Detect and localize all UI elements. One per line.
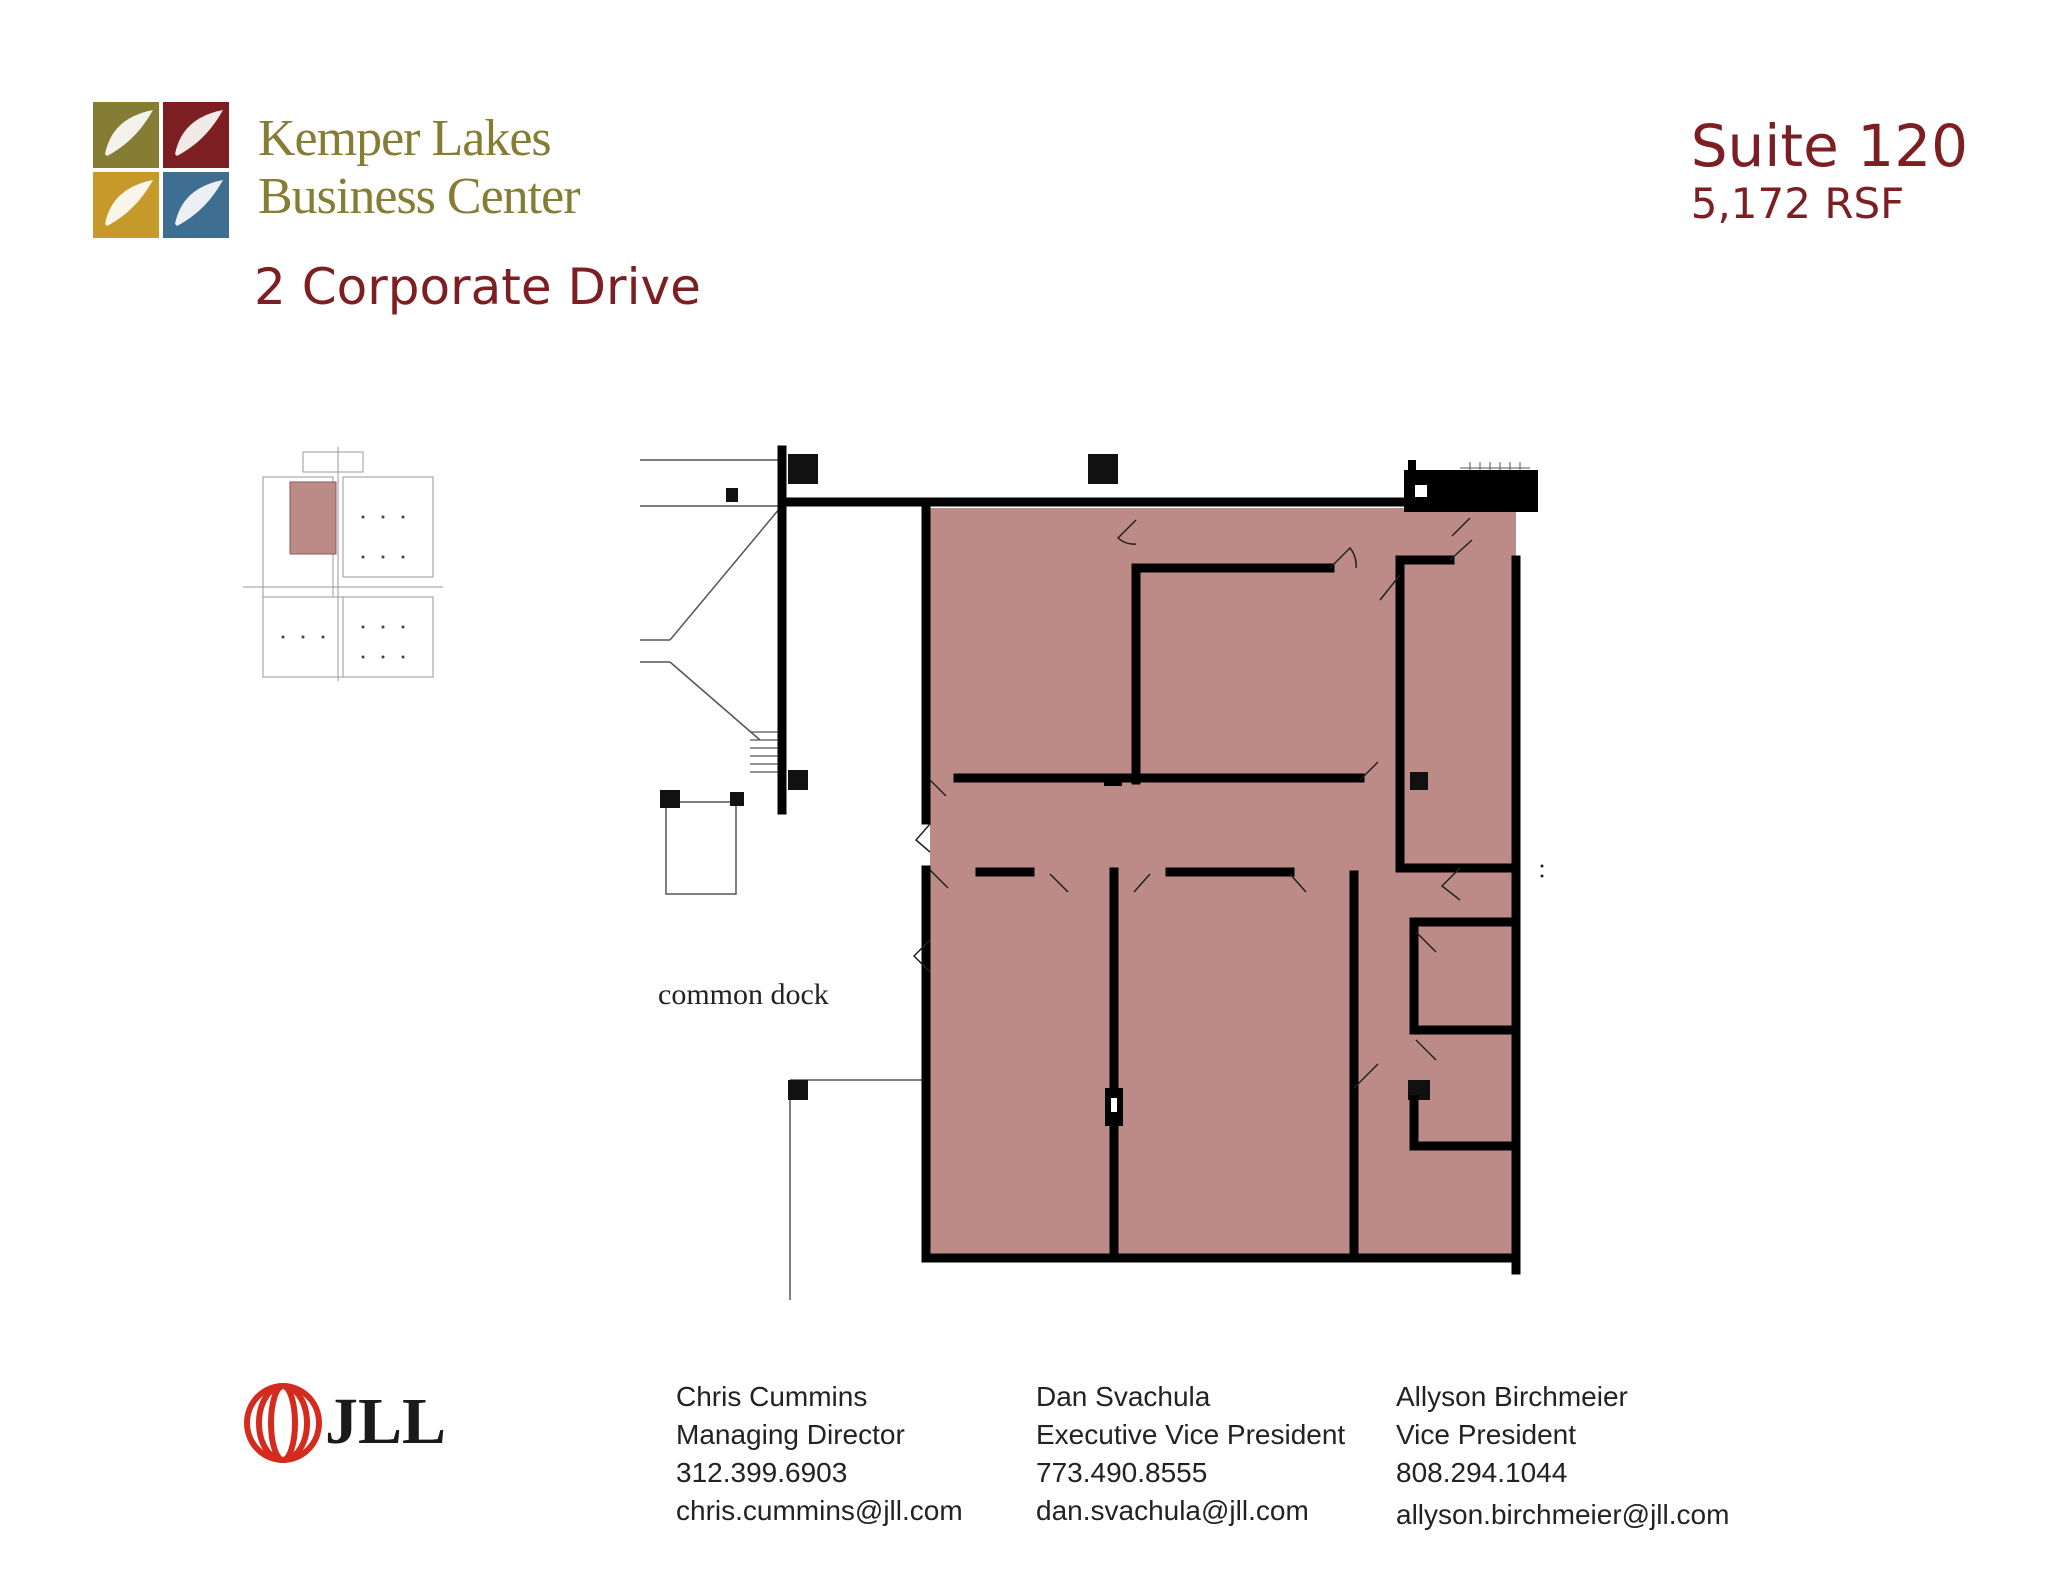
contact-email: allyson.birchmeier@jll.com [1396, 1499, 1730, 1530]
brand-name-line2: Business Center [258, 168, 581, 225]
property-address: 2 Corporate Drive [254, 258, 701, 316]
contact-phone: 808.294.1044 [1396, 1457, 1568, 1488]
suite-area-fill [930, 508, 1516, 1258]
suite-area: 5,172 RSF [1690, 179, 1905, 228]
suite-info: Suite 120 5,172 RSF [1691, 112, 1968, 228]
contact-card-2: Dan Svachula Executive Vice President 77… [1036, 1378, 1396, 1530]
brand-logo-icon [93, 102, 229, 238]
contact-name: Allyson Birchmeier [1396, 1381, 1628, 1412]
contact-phone: 773.490.8555 [1036, 1457, 1208, 1488]
common-dock-label: common dock [658, 978, 829, 1011]
brand-name-line1: Kemper Lakes [258, 110, 552, 167]
contact-email: chris.cummins@jll.com [676, 1495, 963, 1526]
contact-title: Vice President [1396, 1419, 1577, 1450]
contact-card-1: Chris Cummins Managing Director 312.399.… [676, 1378, 1036, 1530]
jll-rings-icon [244, 1383, 322, 1463]
contact-phone: 312.399.6903 [676, 1457, 848, 1488]
contact-title: Managing Director [676, 1419, 905, 1450]
brand-name: Kemper Lakes Business Center [258, 110, 581, 226]
contact-email: dan.svachula@jll.com [1036, 1495, 1309, 1526]
floor-plan [640, 445, 1544, 1300]
jll-wordmark: JLL [325, 1385, 447, 1458]
contact-name: Dan Svachula [1036, 1381, 1211, 1412]
jll-logo: JLL [243, 1382, 446, 1464]
contact-card-3: Allyson Birchmeier Vice President 808.29… [1396, 1378, 1756, 1534]
key-plan-thumbnail [243, 447, 443, 681]
contact-name: Chris Cummins [676, 1381, 868, 1412]
suite-title: Suite 120 [1690, 112, 1968, 180]
contact-title: Executive Vice President [1036, 1419, 1346, 1450]
